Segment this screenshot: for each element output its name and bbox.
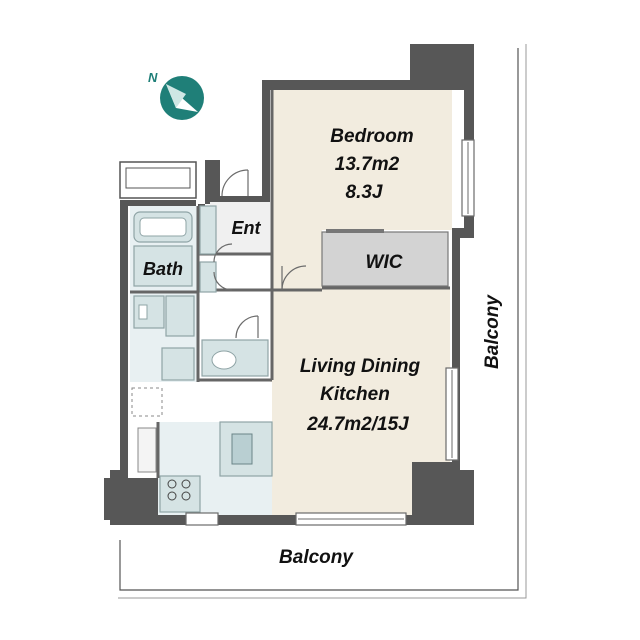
doors: [213, 169, 307, 339]
shower-floor: [133, 245, 193, 287]
entrance-storage: [199, 261, 217, 293]
bedroom-area: 13.7m2: [335, 154, 400, 175]
stove-icon: [167, 479, 191, 501]
balcony-right-label: Balcony: [482, 294, 503, 369]
ldk-label-line1: Living Dining: [300, 356, 421, 377]
entrance-floor: [210, 202, 270, 254]
ldk-area: 24.7m2/15J: [306, 414, 409, 435]
ldk-floor: [270, 288, 450, 515]
bath-label: Bath: [143, 259, 183, 279]
wic-rail: [326, 229, 384, 233]
kitchen-window: [185, 512, 219, 526]
balcony-outline: [118, 44, 527, 599]
outer-storage: [119, 161, 197, 199]
bedroom-corridor-floor: [272, 230, 322, 290]
washing-machine: [161, 347, 195, 381]
basin-bowl: [138, 304, 148, 320]
bedroom-floor: [272, 90, 452, 230]
wic-label: WIC: [366, 252, 403, 273]
fridge-space: [131, 387, 163, 417]
ldk-label-line2: Kitchen: [320, 384, 390, 405]
balcony-bottom-label: Balcony: [279, 547, 354, 568]
compass-label: N: [148, 70, 158, 85]
compass-needle-shade: [166, 84, 186, 108]
entrance-label: Ent: [232, 218, 262, 238]
compass: N: [148, 70, 204, 120]
kitchen-counter: [159, 475, 201, 513]
wic-floor: [321, 231, 449, 287]
shoe-cabinet: [199, 205, 217, 255]
vanity-cabinet: [165, 295, 195, 337]
kitchen-island: [219, 421, 273, 477]
wall-shape: [110, 44, 474, 525]
bedroom-label: Bedroom: [330, 126, 414, 147]
bathtub-inner: [139, 217, 187, 237]
exterior-walls: [104, 44, 474, 525]
washbasin: [133, 295, 165, 329]
wall-corner: [104, 478, 112, 520]
laundry-floor: [128, 382, 272, 422]
sink: [231, 433, 253, 465]
pantry-shelf: [137, 427, 157, 473]
outer-storage-inner: [125, 167, 191, 189]
toilet-bowl: [211, 350, 237, 370]
bedroom-size: 8.3J: [346, 182, 383, 203]
